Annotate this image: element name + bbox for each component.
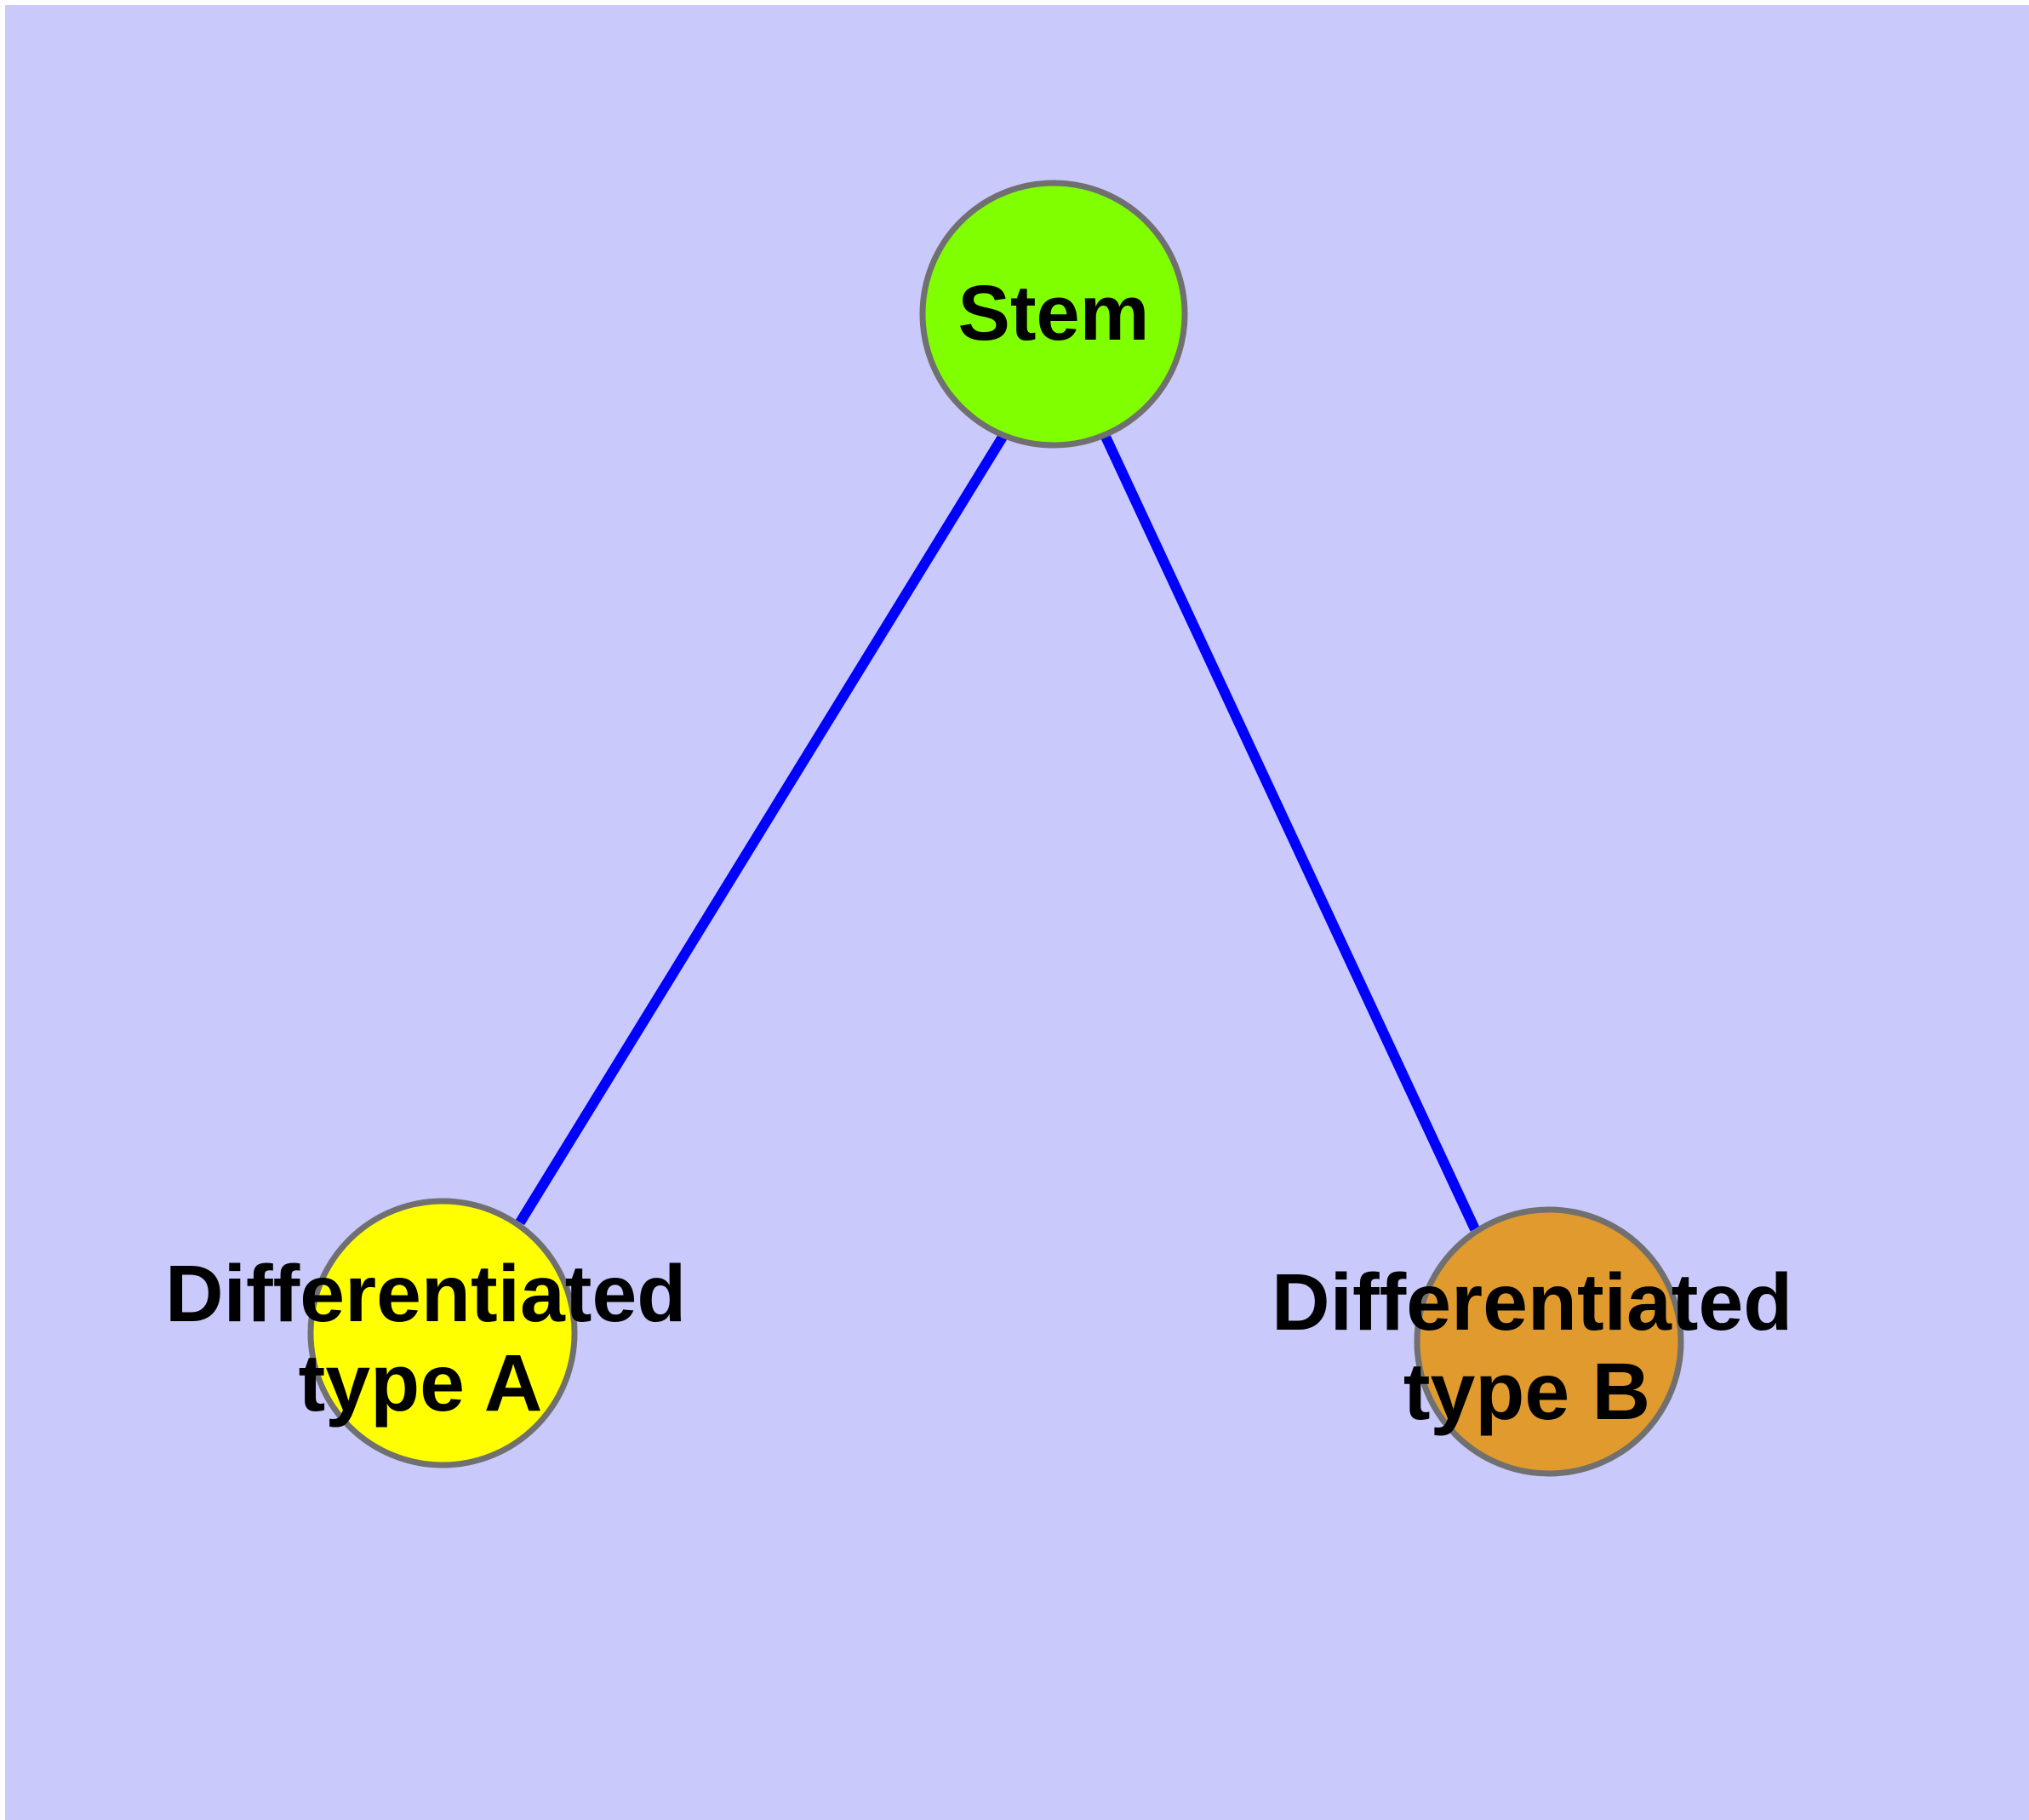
node-stem[interactable] [919, 180, 1188, 449]
node-layer [307, 180, 1684, 1477]
edge-stem-to-diff-a[interactable] [515, 431, 1009, 1226]
node-differentiated-type-b[interactable] [1414, 1206, 1684, 1477]
edge-layer [515, 431, 1480, 1232]
node-differentiated-type-a[interactable] [307, 1198, 578, 1468]
edge-stem-to-diff-b[interactable] [1100, 434, 1480, 1232]
